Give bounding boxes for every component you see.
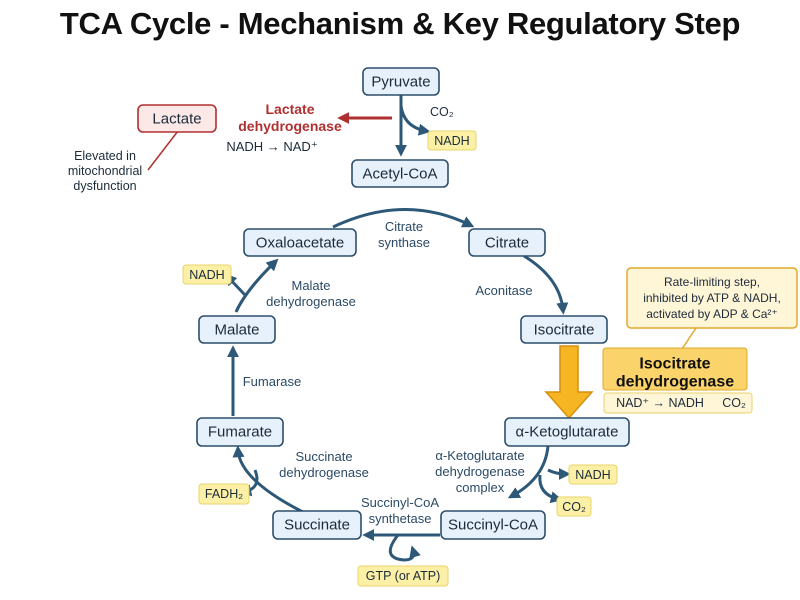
- arrow-akg-nadh: [547, 467, 571, 480]
- idh-reaction-box: NAD⁺ → NADH CO₂: [603, 392, 753, 414]
- chip-gtp: GTP (or ATP): [357, 565, 449, 587]
- regulation-callout: Rate-limiting step, inhibited by ATP & N…: [626, 267, 798, 329]
- chip-mdh-nadh-label: NADH: [189, 268, 224, 282]
- enzyme-idh-line1: Isocitrate: [639, 356, 710, 373]
- node-succinate: Succinate: [272, 510, 362, 540]
- enzyme-mdh-line1: Malate: [291, 278, 330, 293]
- node-succinyl-coa-label: Succinyl-CoA: [448, 517, 538, 534]
- node-citrate-label: Citrate: [485, 235, 529, 252]
- lactate-note-line3: dysfunction: [73, 179, 136, 193]
- regulation-line2: inhibited by ATP & NADH,: [643, 291, 781, 305]
- chip-mdh-nadh: NADH: [182, 264, 232, 285]
- chip-akg-nadh: NADH: [568, 464, 618, 485]
- enzyme-fumarase: Fumarase: [243, 374, 302, 389]
- enzyme-scs-line1: Succinyl-CoA: [361, 495, 439, 510]
- arrow-akg-to-succinyl-coa: [507, 445, 550, 499]
- chip-gtp-label: GTP (or ATP): [366, 569, 441, 583]
- enzyme-ldh-line2: dehydrogenase: [238, 118, 342, 134]
- chip-pdh-nadh: NADH: [427, 130, 477, 151]
- arrow-to-citrate: [332, 208, 475, 229]
- node-alpha-ketoglutarate: α-Ketoglutarate: [504, 417, 630, 447]
- node-acetyl-coa-label: Acetyl-CoA: [362, 166, 437, 183]
- regulation-line1: Rate-limiting step,: [664, 275, 760, 289]
- enzyme-scs-line2: synthetase: [369, 511, 432, 526]
- chip-akg-nadh-label: NADH: [575, 468, 610, 482]
- enzyme-sdh-line1: Succinate: [295, 449, 352, 464]
- node-malate: Malate: [198, 315, 276, 344]
- lactate-note-connector: [147, 130, 179, 171]
- enzyme-ldh-line1: Lactate: [265, 101, 314, 117]
- arrow-gtp-loop: [388, 534, 421, 562]
- chip-fadh2-label: FADH₂: [205, 487, 243, 501]
- node-oxaloacetate: Oxaloacetate: [243, 228, 357, 257]
- node-citrate: Citrate: [468, 228, 546, 257]
- chip-akg-co2-label: CO₂: [562, 500, 586, 514]
- node-alpha-ketoglutarate-label: α-Ketoglutarate: [516, 424, 619, 441]
- arrow-succinate-to-fumarate: [232, 445, 304, 514]
- node-succinate-label: Succinate: [284, 517, 350, 534]
- node-fumarate-label: Fumarate: [208, 424, 272, 441]
- reaction-arrows: [147, 95, 697, 562]
- node-pyruvate: Pyruvate: [362, 67, 440, 96]
- arrow-malate-to-oxaloacetate: [234, 258, 279, 313]
- enzyme-aconitase: Aconitase: [475, 283, 532, 298]
- idh-reaction: NAD⁺ → NADH: [616, 396, 704, 410]
- idh-co2: CO₂: [722, 396, 746, 410]
- ldh-reaction: NADH → NAD⁺: [226, 139, 317, 154]
- node-malate-label: Malate: [214, 322, 259, 339]
- enzyme-idh-line2: dehydrogenase: [616, 374, 734, 391]
- node-isocitrate: Isocitrate: [520, 315, 608, 344]
- pdh-co2-label: CO₂: [430, 105, 454, 119]
- idh-highlight-label: Isocitrate dehydrogenase: [602, 347, 748, 391]
- arrow-citrate-to-isocitrate: [523, 254, 569, 315]
- arrow-akg-co2: [538, 474, 563, 504]
- node-succinyl-coa: Succinyl-CoA: [440, 510, 546, 540]
- enzyme-sdh-line2: dehydrogenase: [279, 465, 369, 480]
- chip-pdh-nadh-label: NADH: [434, 134, 469, 148]
- chip-fadh2: FADH₂: [198, 483, 250, 505]
- regulation-line3: activated by ADP & Ca²⁺: [646, 307, 778, 321]
- node-acetyl-coa: Acetyl-CoA: [351, 159, 449, 188]
- chip-akg-co2: CO₂: [556, 496, 592, 517]
- enzyme-akgdh-line1: α-Ketoglutarate: [435, 448, 524, 463]
- node-pyruvate-label: Pyruvate: [371, 74, 430, 91]
- node-lactate-label: Lactate: [152, 111, 201, 128]
- enzyme-citrate-synthase-line1: Citrate: [385, 219, 423, 234]
- node-lactate: Lactate: [137, 104, 217, 133]
- node-oxaloacetate-label: Oxaloacetate: [256, 235, 344, 252]
- enzyme-citrate-synthase-line2: synthase: [378, 235, 430, 250]
- lactate-note-line2: mitochondrial: [68, 164, 142, 178]
- isocitrate-dehydrogenase-arrow: [544, 345, 594, 420]
- diagram-title: TCA Cycle - Mechanism & Key Regulatory S…: [59, 6, 741, 41]
- enzyme-mdh-line2: dehydrogenase: [266, 294, 356, 309]
- enzyme-akgdh-line2: dehydrogenase: [435, 464, 525, 479]
- arrow-co2-release: [399, 105, 431, 136]
- node-fumarate: Fumarate: [196, 417, 284, 447]
- lactate-note-line1: Elevated in: [74, 149, 136, 163]
- enzyme-akgdh-line3: complex: [456, 480, 505, 495]
- node-isocitrate-label: Isocitrate: [534, 322, 595, 339]
